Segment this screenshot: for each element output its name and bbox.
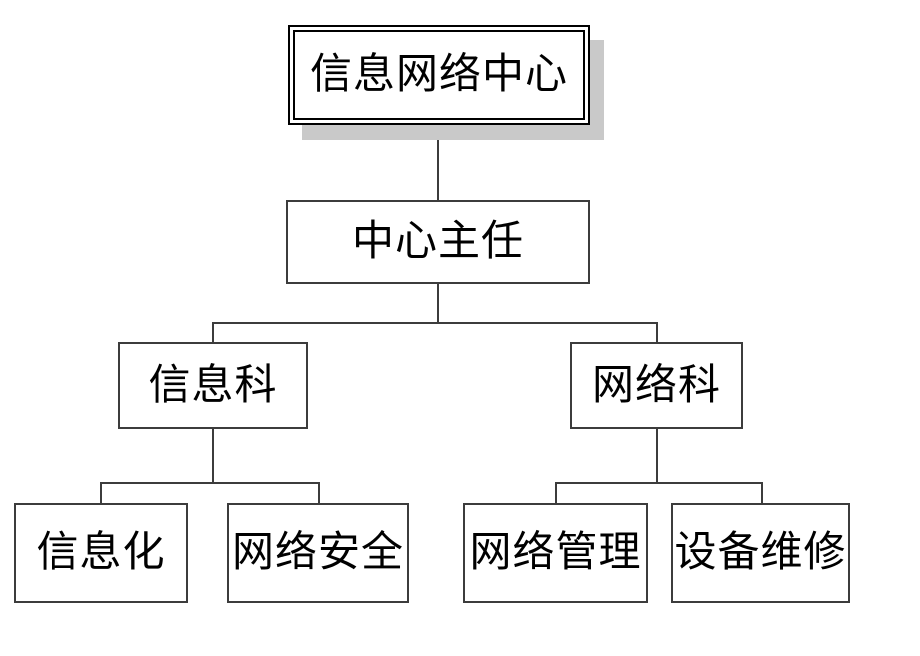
node-network-section-label: 网络科: [591, 362, 721, 409]
connector-info-children-crossbar: [100, 482, 320, 484]
connector-drop-info-section: [212, 322, 214, 342]
node-network-section: 网络科: [570, 342, 743, 429]
node-equipment-maintenance-label: 设备维修: [674, 530, 847, 576]
connector-drop-network-management: [555, 482, 557, 503]
connector-network-section-stem: [656, 429, 658, 483]
connector-root-to-director: [437, 125, 439, 200]
node-network-management-label: 网络管理: [469, 530, 642, 576]
connector-drop-network-section: [656, 322, 658, 342]
connector-level3-crossbar: [212, 322, 658, 324]
node-informatization-label: 信息化: [36, 530, 166, 576]
connector-drop-informatization: [100, 482, 102, 503]
connector-info-section-stem: [212, 429, 214, 483]
connector-network-children-crossbar: [555, 482, 763, 484]
connector-drop-network-security: [318, 482, 320, 503]
node-center-director: 中心主任: [286, 200, 590, 284]
node-network-management: 网络管理: [463, 503, 648, 603]
node-equipment-maintenance: 设备维修: [671, 503, 850, 603]
node-info-network-center: 信息网络中心: [288, 25, 590, 125]
connector-drop-equipment-maintenance: [761, 482, 763, 503]
node-information-section-label: 信息科: [148, 362, 278, 409]
node-network-security: 网络安全: [227, 503, 409, 603]
connector-director-stem: [437, 284, 439, 323]
node-center-director-label: 中心主任: [351, 219, 524, 265]
node-information-section: 信息科: [118, 342, 308, 429]
node-network-security-label: 网络安全: [231, 530, 404, 576]
node-informatization: 信息化: [14, 503, 188, 603]
node-info-network-center-label: 信息网络中心: [309, 52, 568, 98]
